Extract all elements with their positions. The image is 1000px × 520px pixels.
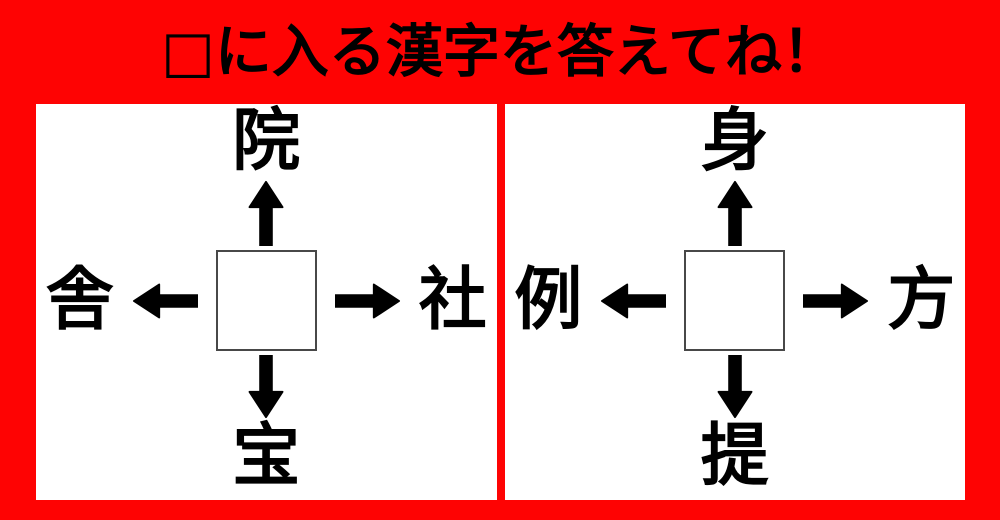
kanji-right: 社 — [418, 260, 487, 340]
arrow-right-icon — [803, 283, 869, 318]
puzzle-panel-left: 院 舎 社 宝 — [36, 104, 497, 500]
kanji-left: 舎 — [45, 260, 114, 340]
puzzle-panels: 院 舎 社 宝 身 — [36, 104, 965, 500]
answer-box — [684, 250, 786, 351]
puzzle-middle-row: 舎 社 — [36, 250, 497, 351]
arrow-down-icon — [248, 355, 284, 419]
title-band: □に入る漢字を答えてね！ — [0, 0, 1000, 104]
page-title: □に入る漢字を答えてね！ — [160, 18, 839, 85]
arrow-up-icon — [717, 180, 753, 246]
arrow-down-icon — [717, 355, 753, 419]
kanji-right: 方 — [887, 260, 956, 340]
puzzle-middle-row: 例 方 — [505, 250, 966, 351]
puzzle-panel-right: 身 例 方 提 — [504, 102, 966, 500]
arrow-right-icon — [334, 283, 400, 318]
arrow-up-icon — [248, 180, 284, 246]
arrow-left-icon — [132, 283, 198, 318]
arrow-left-icon — [601, 283, 667, 318]
kanji-left: 例 — [514, 260, 583, 340]
answer-box — [215, 250, 317, 351]
kanji-top: 院 — [232, 102, 301, 181]
kanji-bottom: 宝 — [232, 417, 301, 496]
kanji-bottom: 提 — [700, 417, 769, 496]
kanji-top: 身 — [700, 102, 769, 181]
